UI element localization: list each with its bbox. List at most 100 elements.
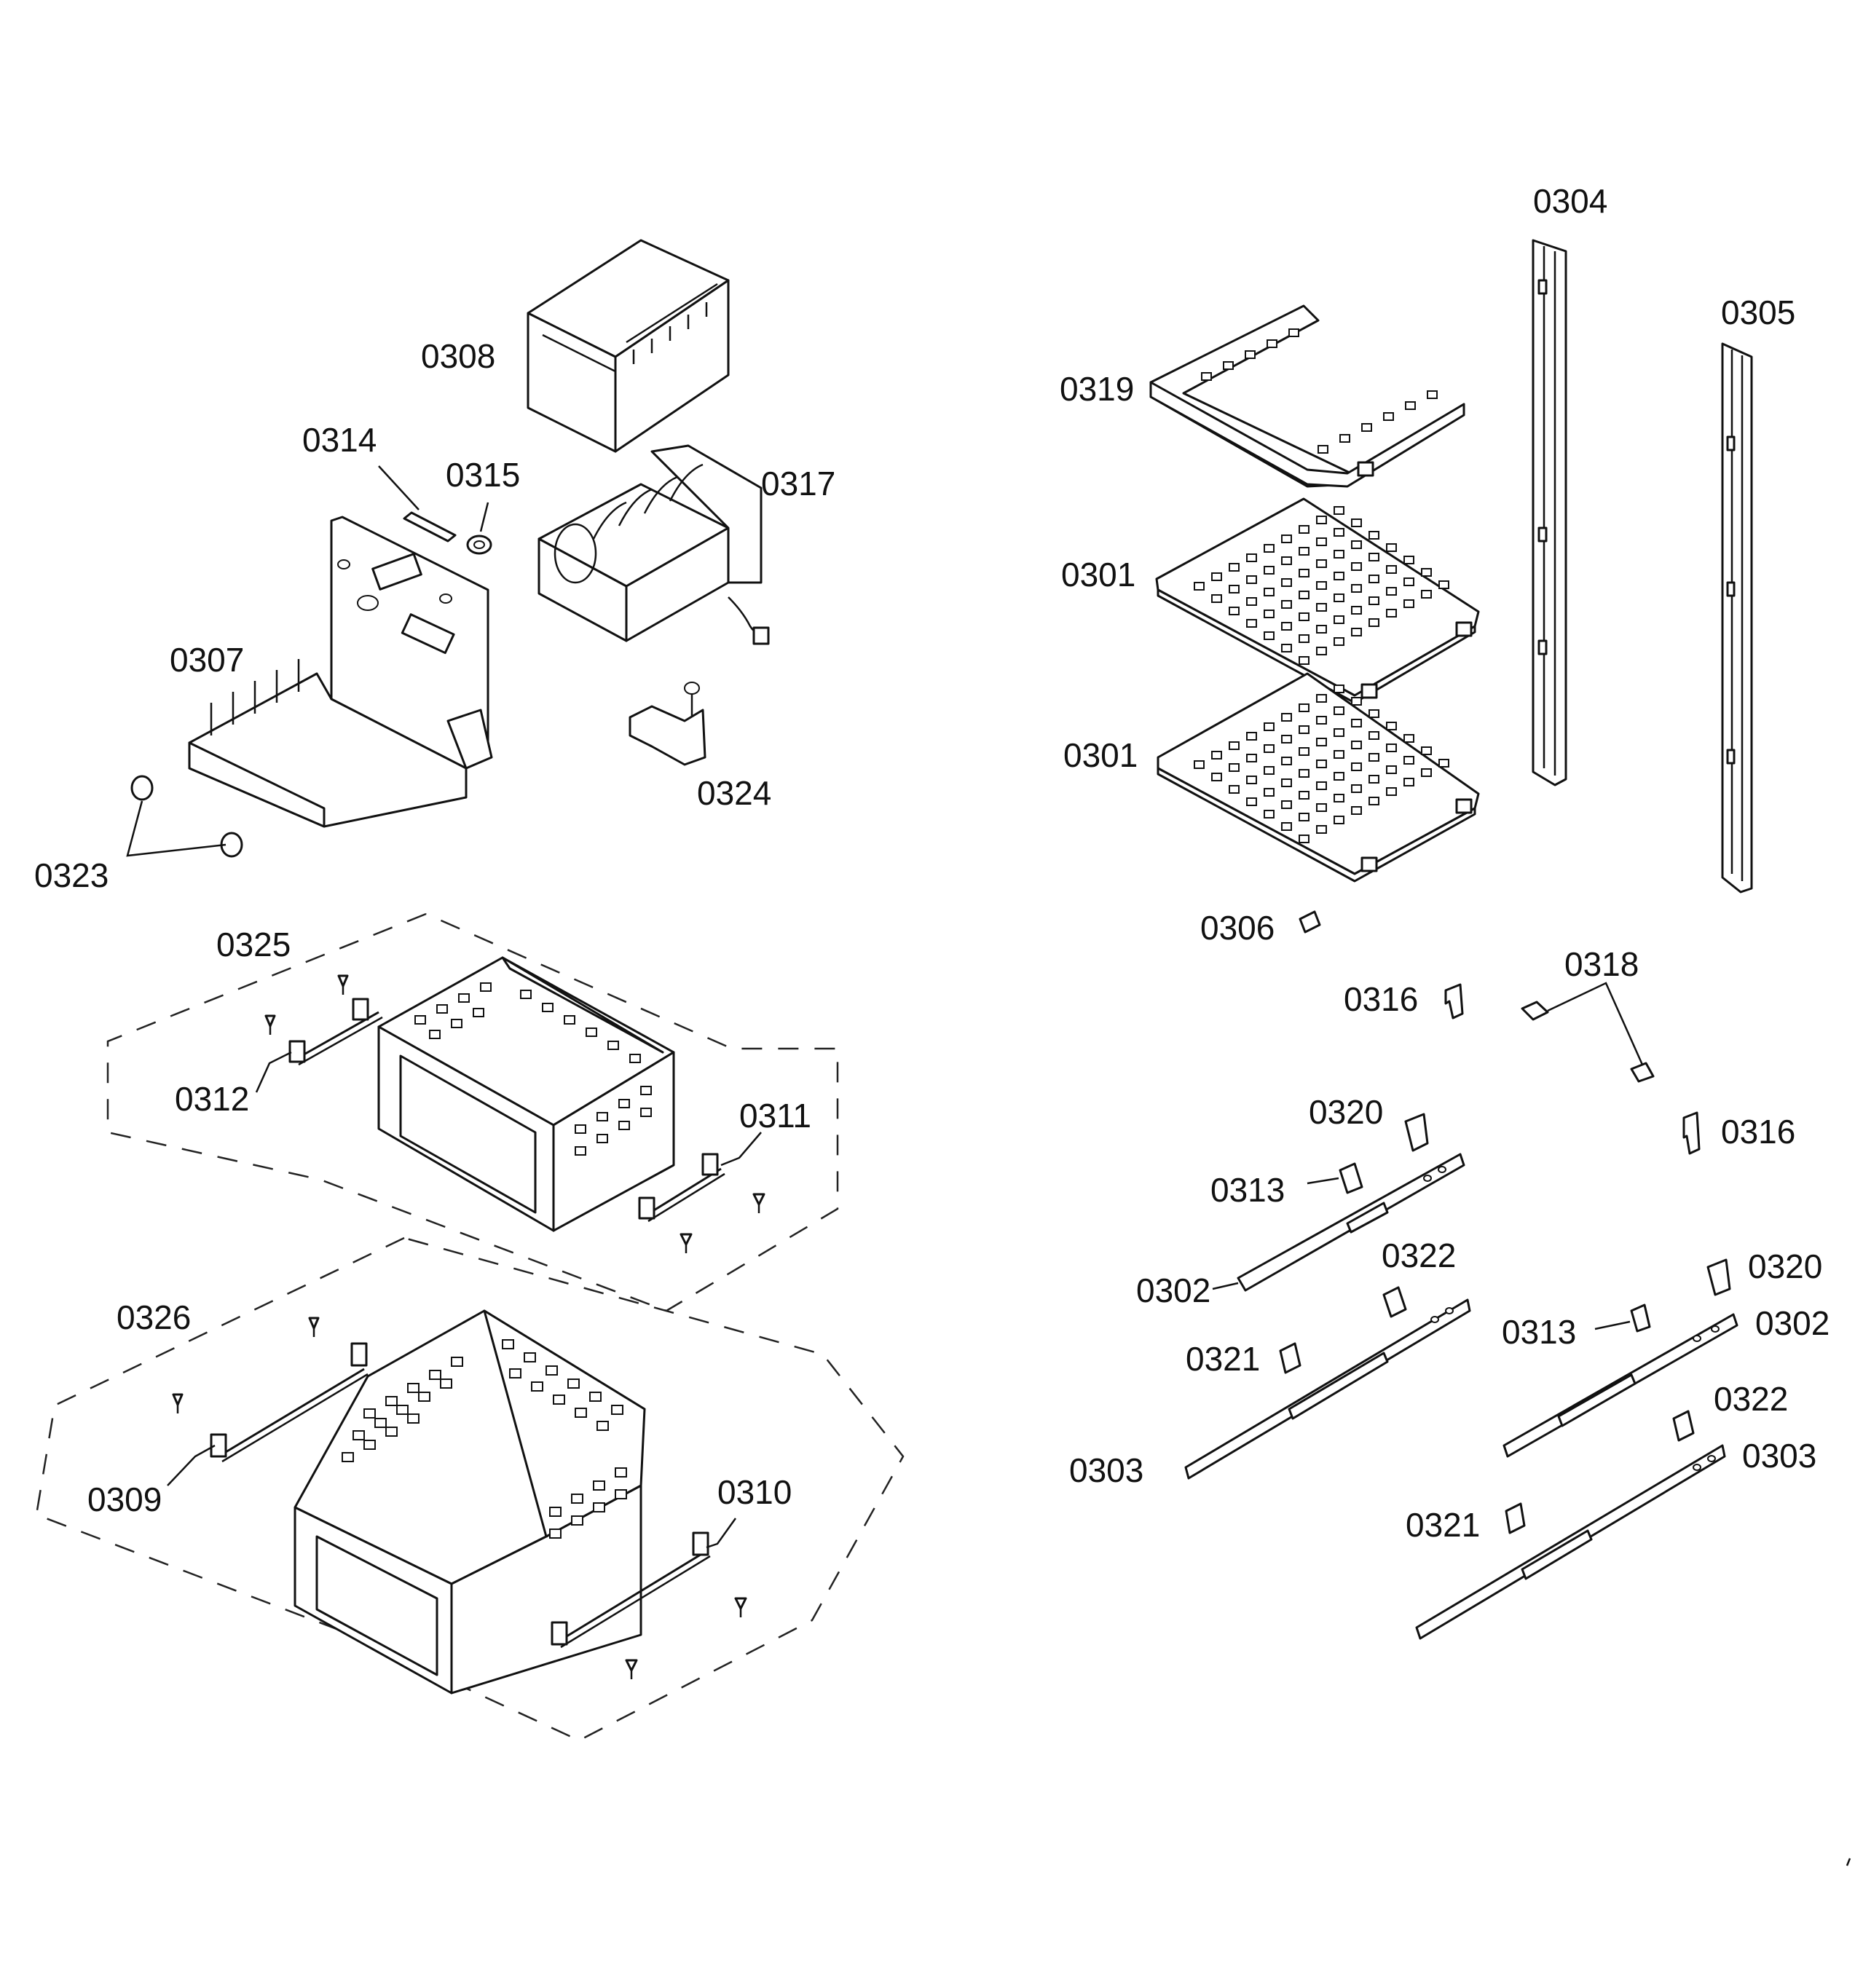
shelf-perforation (1403, 556, 1414, 564)
label-0309: 0309 (87, 1480, 162, 1518)
shelf-perforation (1246, 754, 1257, 762)
label-0313-lower: 0313 (1502, 1313, 1576, 1351)
label-0314: 0314 (302, 421, 377, 459)
shelf-perforation (1229, 741, 1240, 750)
part-0324-clip (629, 682, 706, 766)
part-0318-clips (1521, 982, 1655, 1083)
shelf-perforation (1281, 735, 1292, 743)
shelf-perforation (1299, 634, 1309, 643)
shelf-perforation (1386, 743, 1397, 752)
label-0319: 0319 (1060, 370, 1134, 408)
shelf-perforation (1316, 625, 1327, 634)
shelf-perforation (1316, 825, 1327, 834)
shelf-perforation (1334, 637, 1344, 646)
shelf-perforation (1299, 569, 1309, 577)
shelf-perforation (1334, 816, 1344, 824)
part-0320-clip-lower (1706, 1258, 1731, 1296)
shelf-perforation (1299, 612, 1309, 621)
shelf-perforation (1368, 731, 1379, 740)
shelf-perforation (1316, 760, 1327, 768)
shelf-perforation (1246, 575, 1257, 584)
label-0316-upper: 0316 (1344, 980, 1418, 1018)
shelf-perforation (1299, 656, 1309, 665)
shelf-perforation (1351, 562, 1362, 571)
shelf-perforation (1316, 559, 1327, 568)
shelf-perforation (1229, 563, 1240, 572)
part-0325-drawer (377, 956, 675, 1232)
shelf-perforation (1316, 716, 1327, 725)
shelf-perforation (1351, 518, 1362, 527)
shelf-perforation (1299, 835, 1309, 843)
shelf-perforation (1351, 584, 1362, 593)
shelf-perforation (1368, 753, 1379, 762)
label-0322-upper: 0322 (1382, 1236, 1456, 1274)
assembly-0326-dashed-outline (35, 1236, 905, 1742)
shelf-perforation (1299, 591, 1309, 599)
shelf-perforation (1334, 706, 1344, 715)
shelf-perforation (1386, 609, 1397, 618)
shelf-perforation (1351, 719, 1362, 727)
part-0314-strip (378, 465, 457, 543)
shelf-perforation (1351, 628, 1362, 636)
part-0307-bracket-tray (188, 516, 493, 828)
shelf-perforation (1368, 618, 1379, 627)
shelf-perforation (1334, 615, 1344, 624)
shelf-perforation (1246, 732, 1257, 741)
shelf-perforation (1194, 582, 1205, 591)
label-0301-upper: 0301 (1061, 556, 1135, 593)
shelf-perforation (1246, 553, 1257, 562)
shelf-perforation (1316, 603, 1327, 612)
shelf-perforation (1299, 547, 1309, 556)
part-0302-slide-rail-upper (1212, 1153, 1465, 1292)
shelf-perforation (1368, 775, 1379, 784)
shelf-perforation (1334, 750, 1344, 759)
shelf-perforation (1211, 594, 1222, 603)
part-0316-bracket-lower (1682, 1111, 1701, 1155)
part-0304-vertical-rail (1532, 239, 1567, 786)
part-0302-slide-rail-lower (1502, 1313, 1738, 1458)
part-0323-plugs (126, 775, 243, 858)
label-0301-lower: 0301 (1063, 736, 1138, 774)
shelf-perforation (1334, 528, 1344, 537)
shelf-perforation (1281, 644, 1292, 652)
shelf-perforation (1264, 766, 1275, 775)
shelf-perforation (1264, 744, 1275, 753)
shelf-perforation (1368, 596, 1379, 605)
label-0323: 0323 (34, 856, 109, 894)
shelf-perforation (1281, 600, 1292, 609)
label-0316-lower: 0316 (1721, 1113, 1795, 1151)
part-0305-vertical-rail (1721, 342, 1753, 894)
label-0315: 0315 (446, 456, 520, 494)
shelf-perforation (1316, 738, 1327, 746)
shelf-perforation (1403, 577, 1414, 586)
part-0310-rail (551, 1518, 747, 1679)
shelf-perforation (1211, 751, 1222, 760)
label-0317: 0317 (761, 465, 835, 502)
shelf-perforation (1421, 590, 1432, 599)
shelf-perforation (1368, 797, 1379, 805)
shelf-perforation (1334, 685, 1344, 693)
shelf-perforation (1211, 773, 1222, 781)
shelf-perforation (1299, 813, 1309, 821)
part-0321-clip-upper (1279, 1342, 1301, 1374)
shelf-perforation (1281, 713, 1292, 722)
shelf-perforation (1351, 697, 1362, 706)
part-0326-basket (294, 1309, 646, 1695)
part-0319-shelf-frame (1149, 304, 1465, 488)
shelf-perforation (1299, 791, 1309, 800)
shelf-perforation (1264, 588, 1275, 596)
part-0308-ice-bucket (527, 239, 730, 453)
shelf-perforation (1316, 516, 1327, 524)
shelf-perforation (1211, 572, 1222, 581)
part-0321-clip-lower (1505, 1502, 1526, 1534)
shelf-perforation (1264, 722, 1275, 731)
shelf-perforation (1421, 568, 1432, 577)
shelf-perforation (1368, 709, 1379, 718)
label-0302-lower: 0302 (1755, 1304, 1830, 1342)
shelf-perforation (1281, 757, 1292, 765)
shelf-perforation (1316, 581, 1327, 590)
shelf-perforation (1299, 769, 1309, 778)
part-0311-rail (638, 1132, 765, 1253)
shelf-perforation (1386, 787, 1397, 796)
